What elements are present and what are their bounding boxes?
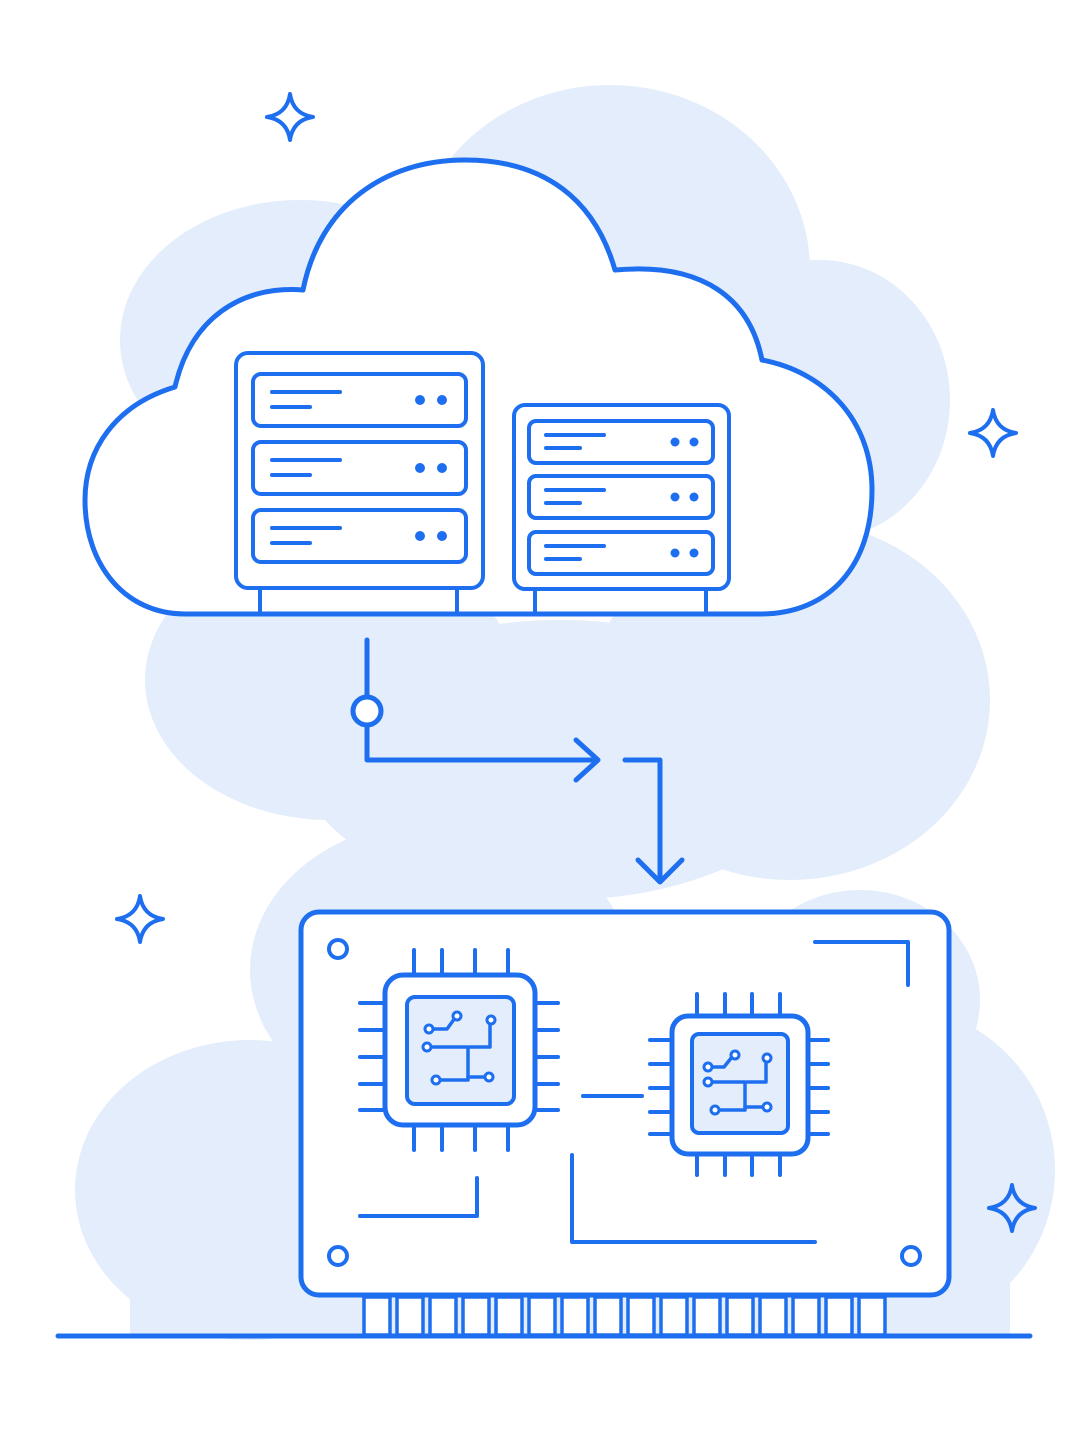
board-trace xyxy=(570,1153,817,1244)
edge-connector xyxy=(362,1295,887,1337)
arrow-down-icon xyxy=(635,857,685,885)
connector-pin xyxy=(692,1295,722,1337)
connector-pin xyxy=(362,1295,392,1337)
connector-pin xyxy=(725,1295,755,1337)
server-unit xyxy=(527,474,715,520)
server-led xyxy=(670,492,680,502)
sparkle-icon xyxy=(968,408,1018,458)
sparkle-icon xyxy=(265,92,315,142)
chip-trace-dots xyxy=(421,1010,497,1086)
server-rack-body xyxy=(512,403,731,591)
chip-icon xyxy=(648,992,830,1177)
data-flow-connector xyxy=(350,637,685,885)
mount-hole xyxy=(327,1245,349,1267)
connector-pin xyxy=(428,1295,458,1337)
connector-line xyxy=(364,722,599,763)
server-led xyxy=(689,437,699,447)
server-led xyxy=(689,548,699,558)
server-unit xyxy=(251,508,468,564)
server-led xyxy=(437,463,447,473)
connector-node xyxy=(350,694,384,728)
server-led xyxy=(670,437,680,447)
sparkle-icon xyxy=(115,894,165,944)
mount-hole xyxy=(900,1245,922,1267)
connector-pin xyxy=(494,1295,524,1337)
sparkles xyxy=(115,92,1037,1233)
server-led xyxy=(415,395,425,405)
server-unit xyxy=(251,372,468,428)
server-led xyxy=(670,548,680,558)
connector-pin xyxy=(791,1295,821,1337)
connector-line xyxy=(622,757,663,883)
connector-pin xyxy=(593,1295,623,1337)
chip-trace-dots xyxy=(702,1049,773,1116)
server-status-leds xyxy=(670,437,699,558)
chip-icon xyxy=(358,948,560,1152)
connector-pin xyxy=(626,1295,656,1337)
server-unit xyxy=(527,530,715,576)
server-rack-icon xyxy=(512,403,731,614)
connector-pin xyxy=(857,1295,887,1337)
server-led xyxy=(689,492,699,502)
server-unit xyxy=(251,440,468,496)
server-led xyxy=(437,531,447,541)
server-rack-icon xyxy=(234,351,485,614)
arrow-right-icon xyxy=(573,737,601,783)
connector-pin xyxy=(758,1295,788,1337)
board-trace xyxy=(813,940,910,987)
connector-pin xyxy=(659,1295,689,1337)
mount-hole xyxy=(327,938,349,960)
connector-pin xyxy=(560,1295,590,1337)
connector-pin xyxy=(395,1295,425,1337)
connector-pin xyxy=(824,1295,854,1337)
server-led xyxy=(415,531,425,541)
server-unit xyxy=(527,419,715,465)
sparkle-icon xyxy=(987,1183,1037,1233)
board-trace xyxy=(358,1176,479,1218)
server-led xyxy=(415,463,425,473)
connector-pin xyxy=(461,1295,491,1337)
server-led xyxy=(437,395,447,405)
server-status-leds xyxy=(415,395,447,541)
connector-pin xyxy=(527,1295,557,1337)
